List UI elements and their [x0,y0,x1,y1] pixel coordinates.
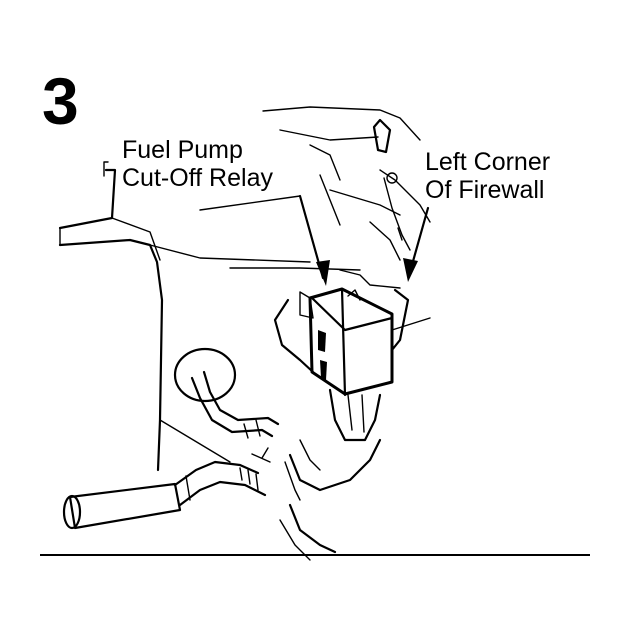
fuel-pump-cutoff-relay [299,287,394,397]
relay-leader-arrow [298,194,330,286]
relay-label: Fuel Pump Cut-Off Relay [122,136,273,192]
relay-label-line1: Fuel Pump [122,136,243,164]
firewall-label-line2: Of Firewall [425,176,544,204]
step-number: 3 [42,64,79,138]
firewall-label-line1: Left Corner [425,148,550,176]
firewall-leader-arrow [403,206,430,282]
wire-harness [62,447,271,530]
round-connector [173,347,280,439]
firewall-tab [372,118,398,184]
firewall-lines [199,106,431,289]
relay-label-line2: Cut-Off Relay [122,164,273,192]
relay-label-bracket [103,161,109,177]
relay-bracket-harness [273,288,431,561]
firewall-label: Left Corner Of Firewall [425,148,550,204]
dash-panel [58,168,311,472]
